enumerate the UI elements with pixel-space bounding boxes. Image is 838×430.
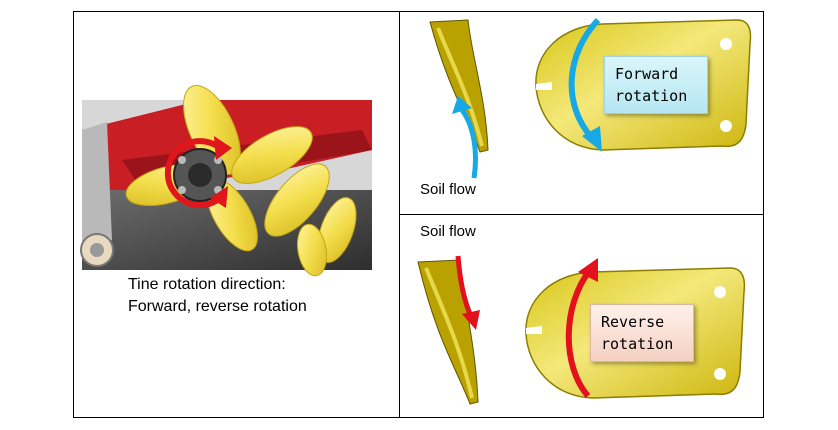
reverse-rotation-box: Reverse rotation [590,304,694,362]
caption-line-1: Tine rotation direction: [128,276,286,293]
forward-rotation-line-1: Forward [615,65,679,83]
soil-flow-label-bottom: Soil flow [420,223,476,240]
reverse-rotation-arrow-icon [565,258,598,398]
soil-flow-label-top: Soil flow [420,181,476,198]
tine-blade-side-top [429,19,489,153]
caption-line-2: Forward, reverse rotation [128,298,307,315]
reverse-rotation-line-1: Reverse [601,313,665,331]
forward-rotation-box: Forward rotation [604,56,708,114]
forward-rotation-line-2: rotation [615,87,688,105]
soil-flow-arrow-icon [452,96,478,179]
horizontal-divider [399,214,764,215]
forward-rotation-arrow-icon [568,17,602,152]
reverse-rotation-line-2: rotation [601,335,674,353]
soil-flow-arrow-icon [455,255,480,330]
left-caption: Tine rotation direction: Forward, revers… [128,274,307,318]
rotation-arrow-icon [164,136,232,209]
